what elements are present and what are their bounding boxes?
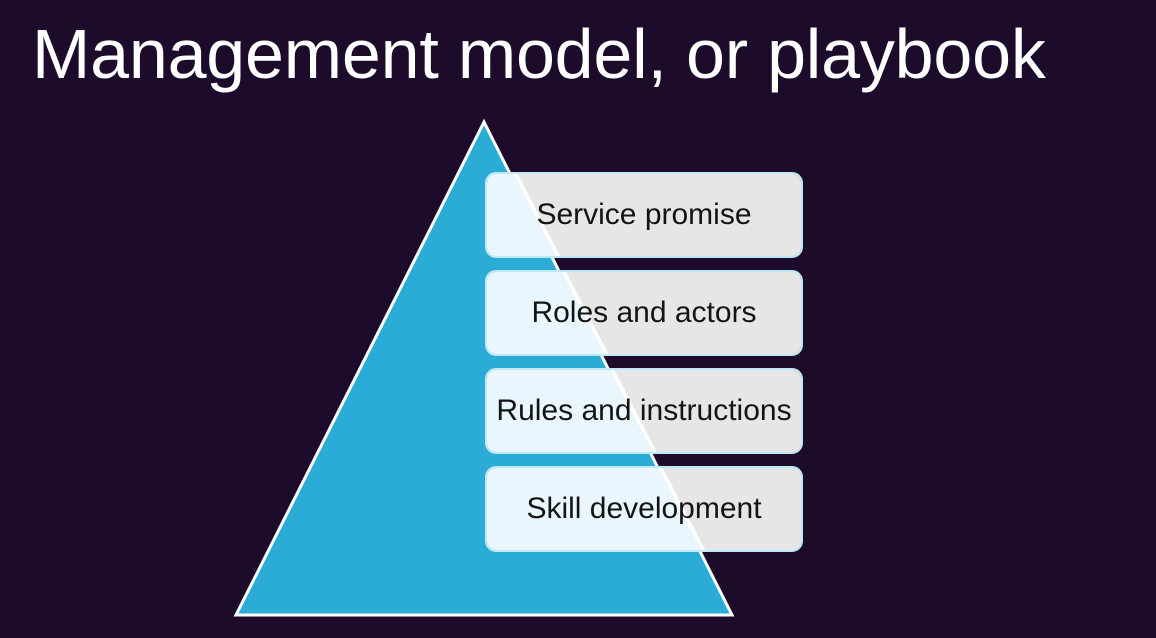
pyramid-level-service-promise[interactable]: Service promise: [485, 172, 803, 258]
level-fill-gradient: [487, 272, 801, 354]
pyramid-level-skill-development[interactable]: Skill development: [485, 466, 803, 552]
pyramid-level-label: Roles and actors: [531, 296, 757, 329]
pyramid-level-rules-and-instructions[interactable]: Rules and instructions: [485, 368, 803, 454]
pyramid-level-label: Skill development: [526, 492, 762, 525]
pyramid-level-label: Rules and instructions: [496, 394, 792, 427]
level-fill-gradient: [487, 468, 801, 550]
level-fill-gradient: [487, 370, 801, 452]
page-title: Management model, or playbook: [32, 15, 1046, 93]
level-fill-gradient: [487, 174, 801, 256]
pyramid-level-label: Service promise: [536, 198, 752, 231]
pyramid-level-roles-and-actors[interactable]: Roles and actors: [485, 270, 803, 356]
